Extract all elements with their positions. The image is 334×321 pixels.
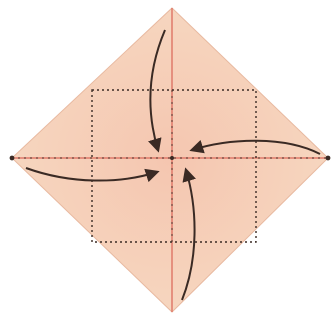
center-dot [170,156,174,160]
left-corner-dot [10,156,15,161]
right-corner-dot [326,156,331,161]
paper-square [12,8,328,312]
